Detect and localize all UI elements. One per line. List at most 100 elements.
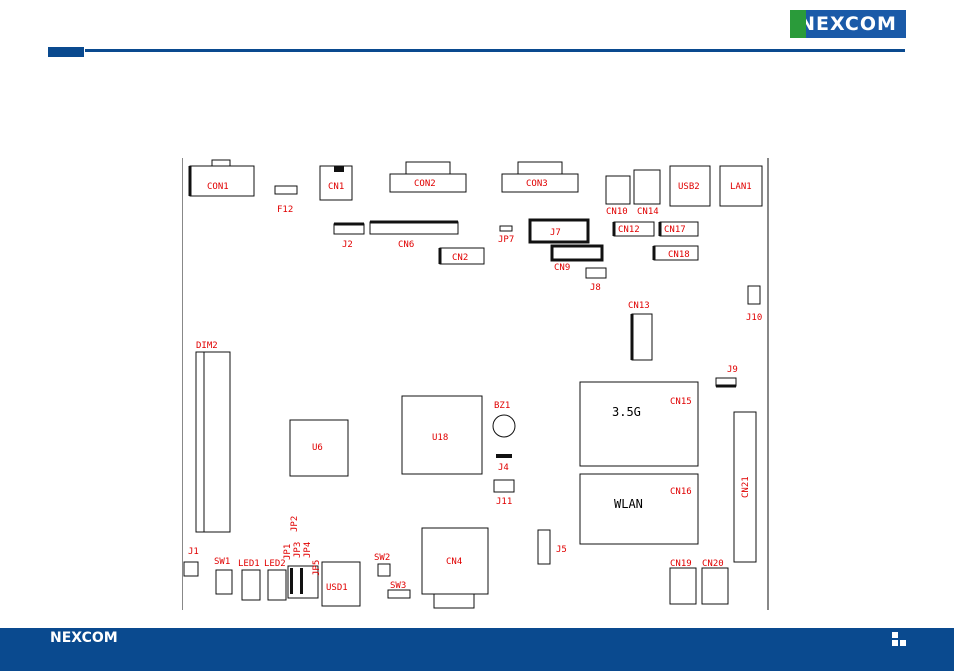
label-j11: J11 <box>496 497 512 507</box>
label-j9: J9 <box>727 365 738 375</box>
usd1-slot: USD1 <box>321 561 361 607</box>
label-cn12: CN12 <box>618 225 640 235</box>
j10-connector: J10 <box>746 285 762 323</box>
cn2-connector: CN2 <box>438 247 485 265</box>
label-cn1: CN1 <box>328 182 344 192</box>
label-jp2: JP2 <box>290 516 300 532</box>
cn20-connector: CN20 <box>701 559 729 605</box>
label-cn14: CN14 <box>637 207 659 217</box>
label-bz1: BZ1 <box>494 401 510 411</box>
label-j5: J5 <box>556 545 567 555</box>
label-jp7: JP7 <box>498 235 514 245</box>
label-cn18: CN18 <box>668 250 690 260</box>
label-con1: CON1 <box>207 182 229 192</box>
cn16-minipcie-slot: WLAN CN16 <box>579 473 699 545</box>
label-f12: F12 <box>277 205 293 215</box>
header-accent-tab <box>48 47 84 57</box>
label-j1: J1 <box>188 547 199 557</box>
label-led2: LED2 <box>264 559 286 569</box>
cn21-connector: CN21 <box>733 411 757 563</box>
label-cn2: CN2 <box>452 253 468 263</box>
label-sw3: SW3 <box>390 581 406 591</box>
u6-chip: U6 <box>289 419 349 477</box>
cn12-connector: CN12 <box>612 221 655 237</box>
cn6-connector: CN6 <box>369 220 459 250</box>
sw1-switch: SW1 <box>214 557 233 595</box>
bz1-buzzer: BZ1 <box>492 401 516 438</box>
label-cn6: CN6 <box>398 240 414 250</box>
cn17-connector: CN17 <box>658 221 699 237</box>
label-cn16: CN16 <box>670 487 692 497</box>
label-sw1: SW1 <box>214 557 230 567</box>
label-usd1: USD1 <box>326 583 348 593</box>
label-j8: J8 <box>590 283 601 293</box>
led1-indicator: LED1 <box>238 559 261 601</box>
led2-indicator: LED2 <box>264 559 287 601</box>
label-sw2: SW2 <box>374 553 390 563</box>
cn19-connector: CN19 <box>669 559 697 605</box>
label-jp5: JP5 <box>312 560 322 576</box>
label-cn13: CN13 <box>628 301 650 311</box>
label-jp3: JP3 <box>293 542 303 558</box>
footer-squares-icon <box>892 632 906 646</box>
con3-connector: CON3 <box>501 161 579 193</box>
label-cn4: CN4 <box>446 557 462 567</box>
label-cn21: CN21 <box>741 476 751 498</box>
cn9-connector: CN9 <box>550 244 604 273</box>
label-j2: J2 <box>342 240 353 250</box>
label-j7: J7 <box>550 228 561 238</box>
jumper-group: JP2 JP1 JP3 JP4 JP5 <box>283 516 322 599</box>
cn10-connector: CN10 <box>605 175 631 217</box>
label-jp1: JP1 <box>283 544 293 560</box>
cn13-connector: CN13 <box>628 301 653 361</box>
label-con2: CON2 <box>414 179 436 189</box>
sw3-switch: SW3 <box>387 581 411 599</box>
logo-text: NEXCOM <box>799 13 897 35</box>
nexcom-logo: NEXCOM <box>790 10 906 38</box>
j11-connector: J11 <box>493 479 515 507</box>
logo-green-block <box>790 10 806 38</box>
con2-connector: CON2 <box>389 161 467 193</box>
header-rule <box>85 49 905 52</box>
j7-connector: J7 <box>528 218 590 244</box>
jp7-jumper: JP7 <box>498 225 514 245</box>
cn4-connector: CN4 <box>421 527 489 609</box>
j4-jumper: J4 <box>496 454 512 473</box>
label-lan1: LAN1 <box>730 182 752 192</box>
label-jp4: JP4 <box>303 542 313 558</box>
cn1-connector: CN1 <box>319 165 353 201</box>
f12-component: F12 <box>274 185 298 215</box>
label-cn19: CN19 <box>670 559 692 569</box>
j9-connector: J9 <box>715 365 738 388</box>
label-cn9: CN9 <box>554 263 570 273</box>
label-dim2: DIM2 <box>196 341 218 351</box>
j2-connector: J2 <box>333 222 365 250</box>
label-usb2: USB2 <box>678 182 700 192</box>
cn15-minipcie-slot: 3.5G CN15 <box>579 381 699 467</box>
label-j4: J4 <box>498 463 509 473</box>
board-layout-diagram: CON1 F12 CN1 CON2 CON3 CN10 CN14 USB2 LA… <box>182 158 769 610</box>
label-led1: LED1 <box>238 559 260 569</box>
label-cn15: CN15 <box>670 397 692 407</box>
label-con3: CON3 <box>526 179 548 189</box>
label-cn20: CN20 <box>702 559 724 569</box>
j8-connector: J8 <box>585 267 607 293</box>
cn18-connector: CN18 <box>652 245 699 261</box>
con1-connector: CON1 <box>188 159 255 197</box>
j1-connector: J1 <box>183 547 199 577</box>
footer-logo-text: NEXCOM <box>50 630 118 646</box>
label-cn17: CN17 <box>664 225 686 235</box>
lan1-connector: LAN1 <box>719 165 763 207</box>
dim2-dimm-slot: DIM2 <box>195 341 231 533</box>
usb2-connector: USB2 <box>669 165 711 207</box>
u18-chip: U18 <box>401 395 483 475</box>
footer-bar <box>0 628 954 671</box>
label-cn10: CN10 <box>606 207 628 217</box>
label-u6: U6 <box>312 443 323 453</box>
cn14-connector: CN14 <box>633 169 661 217</box>
label-j10: J10 <box>746 313 762 323</box>
j5-connector: J5 <box>537 529 567 565</box>
label-u18: U18 <box>432 433 448 443</box>
label-3-5g: 3.5G <box>612 405 641 419</box>
label-wlan: WLAN <box>614 497 643 511</box>
